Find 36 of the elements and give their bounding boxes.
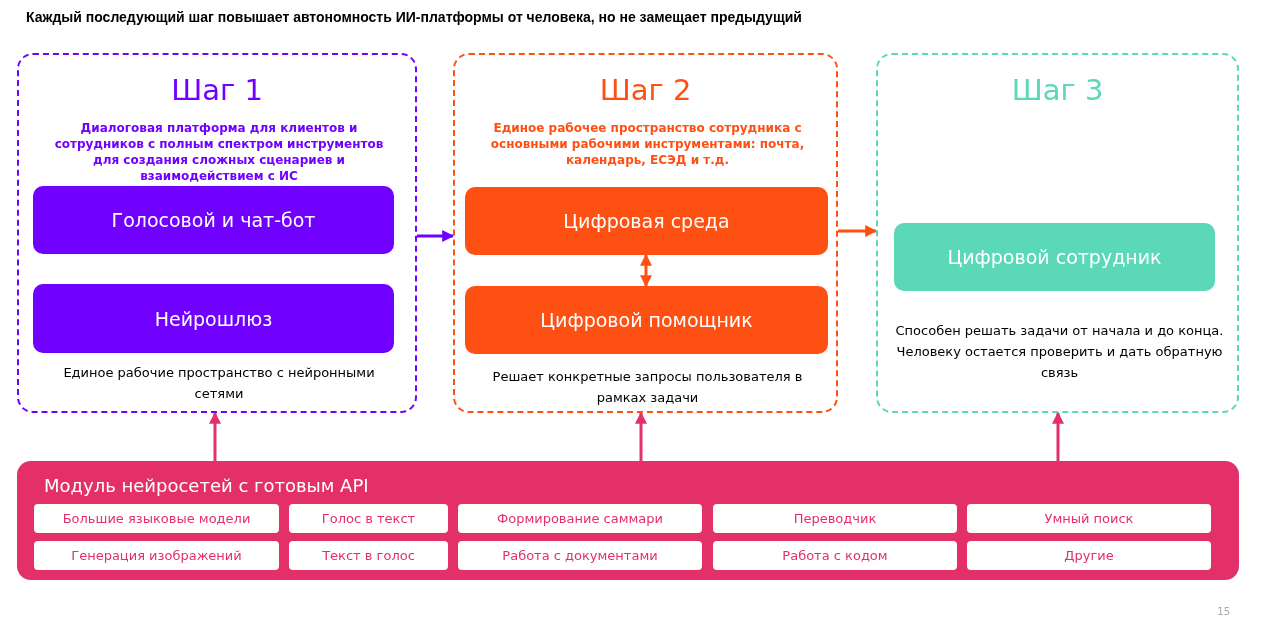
step-heading: Шаг 2 (598, 73, 693, 107)
process-box: Нейрошлюз (33, 284, 394, 353)
arrow (209, 411, 221, 461)
step-panel (17, 53, 417, 413)
step-note: Единое рабочие пространство с нейронными сетями (62, 364, 376, 403)
feature-box: Другие (967, 541, 1211, 570)
step-note: Способен решать задачи от начала и до конца. Человеку остается проверить и дать обратную связь (894, 322, 1225, 382)
step-description: Единое рабочее пространство сотрудника с основными рабочими инструментами: почта, календарь, ЕСЭД и т.д. (489, 120, 806, 168)
step-heading: Шаг 1 (170, 73, 264, 107)
arrow (635, 411, 647, 461)
arrow (1052, 411, 1064, 461)
arrow (838, 225, 878, 237)
feature-box: Работа с документами (458, 541, 702, 570)
step-description: Диалоговая платформа для клиентов и сотрудников с полным спектром инструментов для создания сложных сценариев и взаимодействием с ИС (53, 120, 385, 184)
feature-box: Голос в текст (289, 504, 448, 533)
process-box: Цифровая среда (465, 187, 828, 255)
page-number: 15 (1217, 606, 1230, 617)
slide-title: Каждый последующий шаг повышает автономность ИИ-платформы от человека, но не замещает предыдущий (26, 9, 802, 25)
feature-box: Умный поиск (967, 504, 1211, 533)
step-panel (453, 53, 838, 413)
module-heading: Модуль нейросетей с готовым API (44, 475, 369, 496)
step-note: Решает конкретные запросы пользователя в рамках задачи (491, 368, 804, 407)
module-panel (17, 461, 1239, 580)
process-box: Голосовой и чат-бот (33, 186, 394, 254)
feature-box: Генерация изображений (34, 541, 279, 570)
arrow (417, 230, 455, 242)
feature-box: Переводчик (713, 504, 957, 533)
process-box: Цифровой помощник (465, 286, 828, 354)
step-panel (876, 53, 1239, 413)
feature-box: Текст в голос (289, 541, 448, 570)
process-box: Цифровой сотрудник (894, 223, 1215, 291)
step-heading: Шаг 3 (1010, 73, 1105, 107)
feature-box: Большие языковые модели (34, 504, 279, 533)
feature-box: Работа с кодом (713, 541, 957, 570)
arrow (640, 253, 652, 288)
feature-box: Формирование саммари (458, 504, 702, 533)
